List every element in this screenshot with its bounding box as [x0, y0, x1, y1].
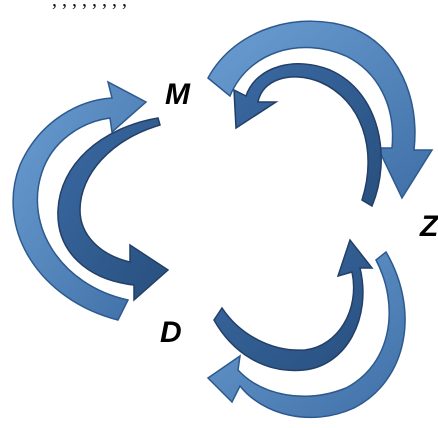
left-outer-arrow [12, 80, 148, 321]
left-inner-arrow [57, 117, 170, 302]
cropped-text: , , , , , , , , [52, 0, 127, 9]
top-right-outer-arrow [207, 20, 434, 200]
top-right-arrow-group [207, 20, 434, 208]
cropped-text-line: , , , , , , , , [0, 0, 438, 9]
bottom-right-outer-arrow [206, 250, 406, 419]
node-label-z: Z [419, 210, 438, 243]
left-arrow-group [12, 80, 170, 321]
top-right-inner-arrow [233, 63, 382, 208]
bottom-right-inner-arrow [213, 238, 374, 372]
node-label-d: D [160, 316, 182, 349]
bottom-right-arrow-group [206, 238, 406, 419]
node-label-m: M [165, 78, 191, 111]
